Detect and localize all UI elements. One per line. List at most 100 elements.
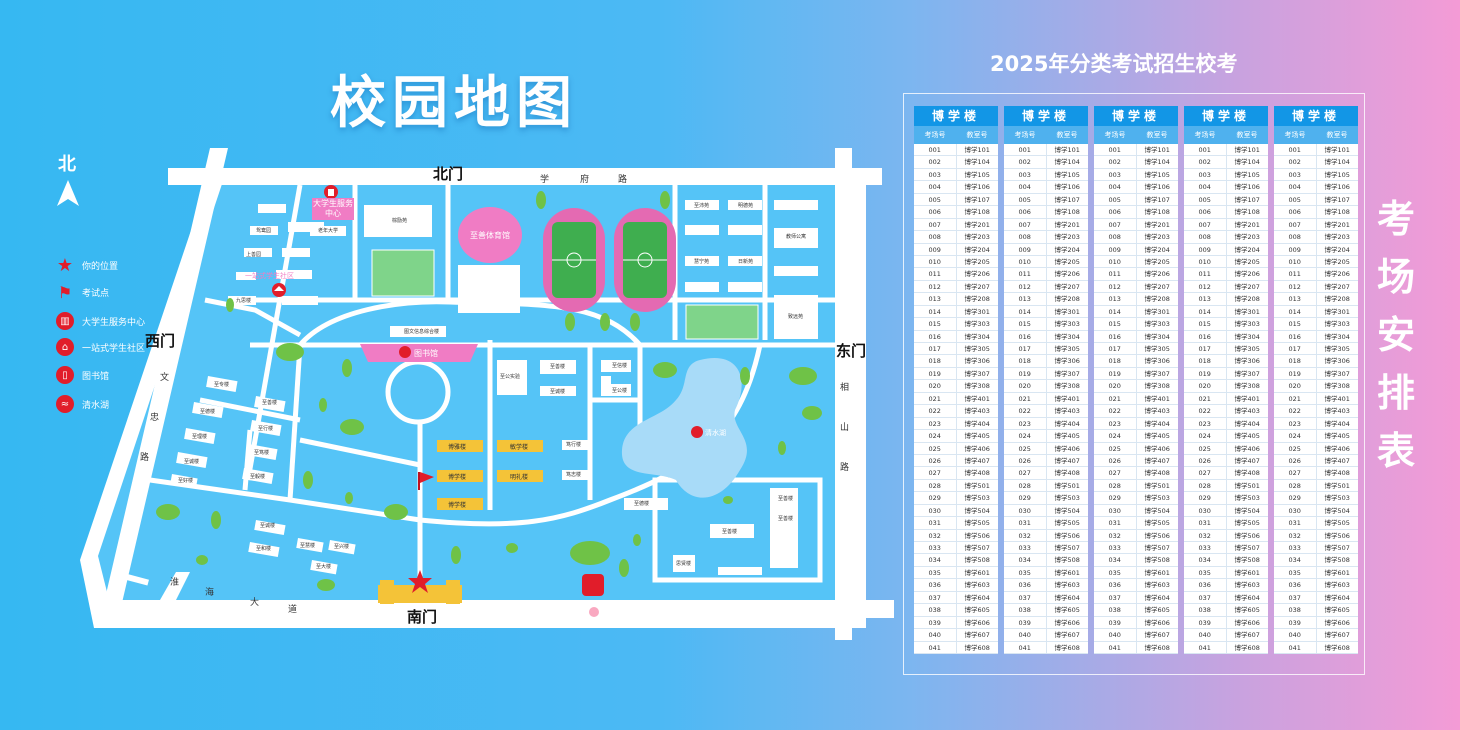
exam-room-number: 024 — [1184, 430, 1227, 442]
classroom-number: 博学608 — [1234, 643, 1260, 652]
classroom-number: 博学501 — [1054, 481, 1080, 490]
classroom-number: 博学403 — [964, 407, 990, 416]
exam-room-number: 015 — [1184, 318, 1227, 330]
classroom-number: 博学203 — [1234, 233, 1260, 242]
classroom-number: 博学208 — [964, 295, 990, 304]
svg-text:至专楼: 至专楼 — [214, 381, 229, 388]
svg-text:至好楼: 至好楼 — [178, 477, 193, 484]
exam-room-number: 001 — [1094, 144, 1137, 156]
exam-room-number: 002 — [914, 156, 957, 168]
exam-room-number: 035 — [1094, 566, 1137, 579]
classroom-number: 博学601 — [1234, 568, 1260, 577]
column-header: 教室号 — [1146, 131, 1168, 139]
exam-room-number: 002 — [1184, 156, 1227, 168]
exam-room-number: 028 — [914, 479, 957, 492]
classroom-number: 博学304 — [964, 332, 990, 341]
exam-room-number: 032 — [1274, 529, 1317, 541]
exam-room-number: 037 — [1004, 591, 1047, 604]
classroom-number: 博学208 — [1324, 295, 1350, 304]
exam-room-number: 019 — [1004, 367, 1047, 380]
exam-room-number: 022 — [914, 405, 957, 417]
exam-room-number: 033 — [1184, 542, 1227, 554]
exam-room-number: 013 — [1094, 293, 1137, 305]
table-row: 013 博学208 — [1184, 293, 1268, 306]
exam-room-number: 027 — [1274, 467, 1317, 479]
classroom-number: 博学301 — [1054, 307, 1080, 316]
road-east-char: 路 — [840, 463, 850, 473]
exam-room-number: 032 — [914, 529, 957, 541]
exam-room-number: 013 — [1184, 293, 1227, 305]
exam-room-number: 006 — [1184, 206, 1227, 218]
road-south-char: 大 — [250, 598, 260, 608]
classroom-number: 博学305 — [1324, 345, 1350, 353]
legend-label: 图书馆 — [82, 371, 110, 382]
exam-room-number: 033 — [1094, 542, 1137, 554]
classroom-number: 博学303 — [1054, 320, 1080, 329]
exam-room-number: 014 — [1184, 305, 1227, 318]
classroom-number: 博学107 — [1234, 195, 1260, 204]
exam-room-number: 034 — [1184, 554, 1227, 566]
svg-text:至善楼: 至善楼 — [778, 515, 793, 522]
classroom-number: 博学208 — [1234, 295, 1260, 304]
exam-room-number: 001 — [1004, 144, 1047, 156]
classroom-number: 博学607 — [1054, 631, 1080, 640]
gate-east: 东门 — [836, 342, 867, 360]
classroom-number: 博学608 — [964, 643, 990, 652]
classroom-number: 博学306 — [1234, 357, 1260, 366]
exam-room-number: 041 — [1184, 641, 1227, 653]
table-header: 博学楼 — [1184, 106, 1268, 126]
exam-room-number: 041 — [1274, 641, 1317, 653]
classroom-number: 博学401 — [1234, 394, 1260, 403]
exam-room-number: 037 — [914, 591, 957, 604]
classroom-number: 博学603 — [1054, 581, 1080, 590]
classroom-number: 博学408 — [1144, 469, 1170, 478]
classroom-number: 博学207 — [1054, 282, 1080, 291]
classroom-number: 博学301 — [1324, 307, 1350, 316]
exam-room-number: 015 — [1004, 318, 1047, 330]
classroom-number: 博学308 — [964, 382, 990, 391]
classroom-number: 博学207 — [1144, 282, 1170, 291]
legend-label: 考试点 — [82, 288, 110, 299]
exam-room-number: 017 — [1094, 343, 1137, 355]
classroom-number: 博学106 — [964, 183, 990, 192]
classroom-number: 博学405 — [1234, 432, 1260, 441]
exam-room-number: 010 — [1004, 255, 1047, 268]
exam-room-number: 012 — [1274, 280, 1317, 293]
column-header: 考场号 — [924, 131, 946, 139]
exam-room-number: 028 — [1184, 479, 1227, 492]
house-icon: ⌂ — [56, 338, 74, 356]
classroom-number: 博学604 — [1234, 593, 1260, 602]
exam-room-number: 024 — [1094, 430, 1137, 442]
exam-room-number: 032 — [1094, 529, 1137, 541]
exam-room-number: 025 — [1184, 442, 1227, 454]
exam-room-number: 026 — [1094, 454, 1137, 467]
